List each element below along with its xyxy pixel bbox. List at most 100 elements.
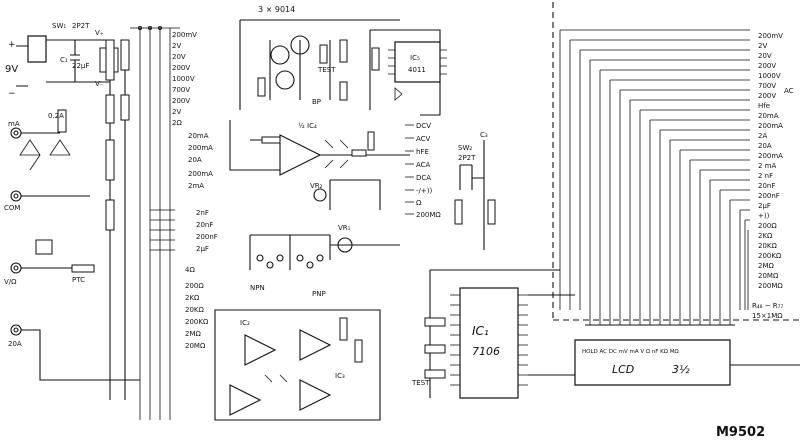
lcd-range: 20V xyxy=(758,52,772,60)
lcd-range: 200Ω xyxy=(758,222,777,230)
lcd-label: LCD xyxy=(612,363,634,376)
range-switch-bus xyxy=(130,25,180,420)
ic1-label: IC₁ xyxy=(472,324,489,338)
lcd-range: 1000V xyxy=(758,72,781,80)
terminal-ma-label: mA xyxy=(8,120,20,128)
lcd-range: 2A xyxy=(758,132,767,140)
range-label: 200V xyxy=(172,97,190,105)
test-label-ic1: TEST xyxy=(411,379,430,387)
range-label: 200V xyxy=(172,64,190,72)
lcd-range: 20A xyxy=(758,142,772,150)
sw2-contact: DCV xyxy=(416,122,431,130)
lcd-range: 20nF xyxy=(758,182,775,190)
sw2-contact: hFE xyxy=(416,148,429,156)
vr1-label: VR₁ xyxy=(338,224,351,232)
range-label: 20KΩ xyxy=(185,306,204,314)
ic5-label: IC₅ xyxy=(410,54,420,62)
lcd-range: +)) xyxy=(758,212,770,220)
range-label: 2V xyxy=(172,108,181,116)
transistor-block: 3 × 9014 TEST BP xyxy=(239,5,400,110)
range-label: 700V xyxy=(172,86,190,94)
battery-voltage-label: 9V xyxy=(5,64,18,75)
test-label: TEST xyxy=(317,66,336,74)
sw2-contact: DCA xyxy=(416,174,431,182)
power-supply: + 9V − SW₁ 2P2T V₊ V₋ C₁ 22µF xyxy=(5,22,119,99)
range-label: 2V xyxy=(172,42,181,50)
range-label: 2KΩ xyxy=(185,294,200,302)
range-divider xyxy=(105,39,130,400)
range-label: 2mA xyxy=(188,182,204,190)
range-label: 20MΩ xyxy=(185,342,206,350)
range-label: 20mA xyxy=(188,132,209,140)
terminal-20a-label: 20A xyxy=(8,340,22,348)
cap-label: C₁ xyxy=(60,56,68,64)
lcd-range: 2 nF xyxy=(758,172,773,180)
sw2-label: SW₂ xyxy=(458,144,472,152)
sw2-contact: 200MΩ xyxy=(416,211,441,219)
range-label: 20nF xyxy=(196,221,213,229)
npn-label: NPN xyxy=(250,284,265,292)
lcd-module: HOLD AC DC mV mA V Ω nF KΩ MΩ LCD 3½ xyxy=(574,339,800,386)
hfe-block: NPN PNP VR₁ xyxy=(249,224,400,298)
ic5-block: IC₅ 4011 xyxy=(369,29,447,116)
terminal-vohm-label: V/Ω xyxy=(4,278,17,286)
range-label: 2MΩ xyxy=(185,330,201,338)
lcd-range: 200V xyxy=(758,92,776,100)
sw2-type: 2P2T xyxy=(458,154,476,162)
range-label: 20V xyxy=(172,53,186,61)
resistor-net-value: 15×1MΩ xyxy=(752,312,783,320)
lcd-range-labels: 200mV 2V 20V 200V 1000V 700V 200V AC Hfe… xyxy=(758,32,794,290)
ptc-label: PTC xyxy=(72,276,85,284)
svg-text:+: + xyxy=(8,40,16,50)
transistors-title: 3 × 9014 xyxy=(258,5,295,14)
power-switch xyxy=(27,35,47,63)
range-label: 1000V xyxy=(172,75,195,83)
cap-value: 22µF xyxy=(72,62,89,70)
ic4-block: ½ IC₄ VR₂ xyxy=(229,120,410,210)
lcd-range: 2MΩ xyxy=(758,262,774,270)
lcd-range: 200KΩ xyxy=(758,252,782,260)
range-label: 200Ω xyxy=(185,282,204,290)
lcd-range: 200mV xyxy=(758,32,783,40)
lcd-range: 2 mA xyxy=(758,162,776,170)
lcd-range: 20KΩ xyxy=(758,242,777,250)
lcd-range: 200mA xyxy=(758,152,783,160)
terminal-com-label: COM xyxy=(4,204,20,212)
lcd-range: 200V xyxy=(758,62,776,70)
ic4-label: ½ IC₄ xyxy=(298,122,317,130)
range-label: 200mA xyxy=(188,144,213,152)
lcd-pin-row: HOLD AC DC mV mA V Ω nF KΩ MΩ xyxy=(582,349,679,355)
range-label: 2nF xyxy=(196,209,209,217)
resistor-net: R₄₈ ~ R₇₇ 15×1MΩ xyxy=(585,302,783,326)
range-label: 2Ω xyxy=(172,119,182,127)
sw2-block: SW₂ 2P2T C₃ DCV ACV hFE ACA DCA -/+)) Ω … xyxy=(405,122,496,250)
range-label: 200mA xyxy=(188,170,213,178)
lcd-range: 20mA xyxy=(758,112,779,120)
ic2-label: IC₂ xyxy=(240,319,250,327)
svg-text:−: − xyxy=(8,89,16,99)
vminus-label: V₋ xyxy=(95,80,104,88)
lcd-range: 2KΩ xyxy=(758,232,773,240)
lcd-range: 2µF xyxy=(758,202,771,210)
sw2-contact: ACA xyxy=(416,161,431,169)
lcd-digits: 3½ xyxy=(672,363,690,376)
cap-c3-label: C₃ xyxy=(480,131,488,139)
lcd-bus xyxy=(559,29,750,310)
range-label: 20A xyxy=(188,156,202,164)
switch-label: SW₁ xyxy=(52,22,66,30)
vplus-label: V₊ xyxy=(95,29,104,37)
ic2-ic3-block: IC₂ IC₃ xyxy=(214,309,381,421)
vr2-label: VR₂ xyxy=(310,182,323,190)
lcd-range: 200nF xyxy=(758,192,780,200)
range-label: 200KΩ xyxy=(185,318,209,326)
switch-type: 2P2T xyxy=(72,22,90,30)
lcd-range: 700V xyxy=(758,82,776,90)
input-terminals: mA COM V/Ω 20A 0.2A PTC xyxy=(4,109,140,381)
sw2-contact: ACV xyxy=(416,135,431,143)
ic1-part: 7106 xyxy=(472,345,500,358)
sw2-contact: Ω xyxy=(416,199,422,207)
model-number: M9502 xyxy=(716,425,765,440)
range-label: 4Ω xyxy=(185,266,195,274)
ic3-label: IC₃ xyxy=(335,372,345,380)
